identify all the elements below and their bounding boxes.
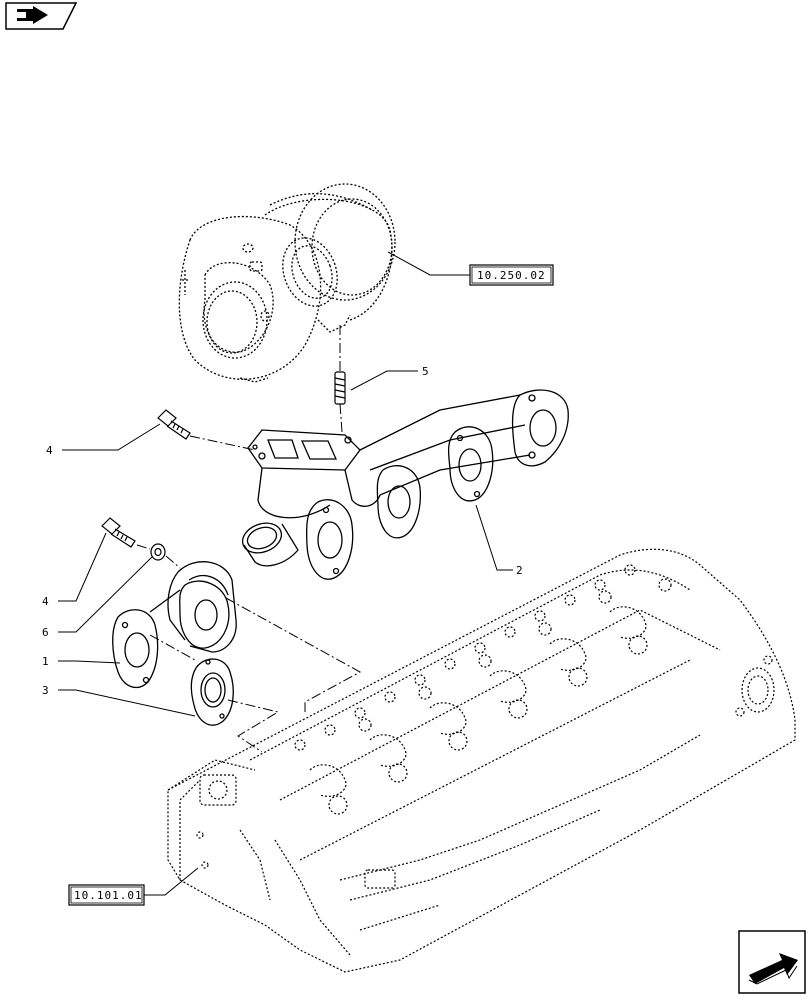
reference-label-turbocharger: 10.250.02: [477, 269, 546, 282]
reference-box-turbocharger[interactable]: 10.250.02: [469, 264, 554, 286]
stud-part: [334, 371, 346, 405]
elbow-pipe-drawing: [112, 561, 237, 689]
callout-leaders: [58, 251, 513, 896]
callout-2: 2: [516, 564, 523, 577]
callout-4-upper: 4: [46, 444, 53, 457]
washer-part: [150, 543, 166, 561]
callout-5: 5: [422, 365, 429, 378]
assembly-centerlines: [136, 325, 362, 753]
callout-4-lower: 4: [42, 595, 49, 608]
callout-1: 1: [42, 655, 49, 668]
reference-box-cylinder-head[interactable]: 10.101.01: [68, 884, 145, 906]
callout-3: 3: [42, 684, 49, 697]
bolt-upper-part: [157, 409, 191, 440]
gasket-part: [190, 658, 234, 726]
exhaust-manifold-drawing: [241, 389, 569, 580]
cylinder-head-drawing: [167, 548, 796, 973]
page-back-icon[interactable]: [5, 2, 78, 30]
reference-label-cylinder-head: 10.101.01: [74, 889, 143, 902]
callout-6: 6: [42, 626, 49, 639]
bolt-lower-part: [101, 517, 136, 548]
turbocharger-drawing: [178, 183, 396, 383]
next-arrow-icon[interactable]: [738, 930, 806, 994]
